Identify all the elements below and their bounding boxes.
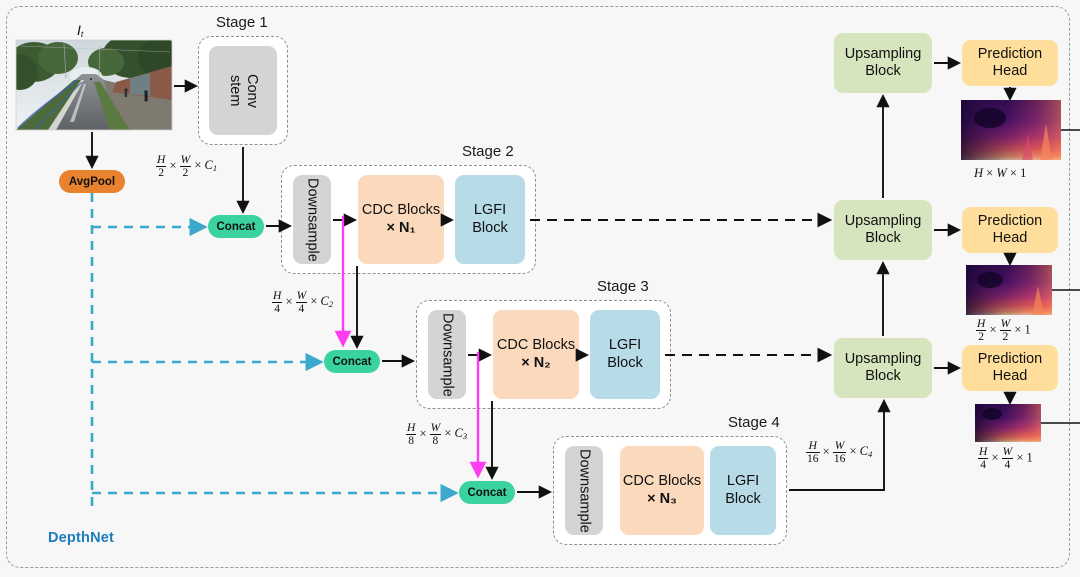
cdc-mult-4: × N₃ bbox=[647, 490, 677, 507]
cdc-text-4: CDC Blocks × N₃ bbox=[623, 473, 701, 507]
cdc-label-4: CDC Blocks bbox=[622, 473, 702, 490]
cdc-blocks-4[interactable]: CDC Blocks × N₃ bbox=[620, 446, 704, 535]
cdc-blocks-3[interactable]: CDC Blocks × N₂ bbox=[493, 310, 579, 399]
depthnet-boundary bbox=[6, 6, 1070, 568]
cdc-label-2: CDC Blocks bbox=[361, 202, 441, 219]
concat-label-2: Concat bbox=[332, 355, 372, 368]
avgpool-label: AvgPool bbox=[68, 175, 116, 188]
stage-1-title: Stage 1 bbox=[216, 14, 268, 31]
cdc-blocks-2[interactable]: CDC Blocks × N₁ bbox=[358, 175, 444, 264]
concat-label-1: Concat bbox=[216, 220, 256, 233]
downsample-block-4[interactable]: Downsample bbox=[565, 446, 603, 535]
concat-label-3: Concat bbox=[467, 486, 507, 499]
cdc-text-3: CDC Blocks × N₂ bbox=[497, 337, 575, 371]
concat-node-1[interactable]: Concat bbox=[208, 215, 264, 238]
downsample-block-3[interactable]: Downsample bbox=[428, 310, 466, 399]
cdc-mult-3: × N₂ bbox=[521, 354, 551, 371]
avgpool-node[interactable]: AvgPool bbox=[59, 170, 125, 193]
concat-node-3[interactable]: Concat bbox=[459, 481, 515, 504]
stage-4-title: Stage 4 bbox=[728, 414, 780, 431]
downsample-label-2: Downsample bbox=[304, 177, 321, 262]
concat-node-2[interactable]: Concat bbox=[324, 350, 380, 373]
stage-2-title: Stage 2 bbox=[462, 143, 514, 160]
input-image-label: It bbox=[77, 22, 84, 39]
depthnet-label: DepthNet bbox=[48, 530, 115, 546]
cdc-label-3: CDC Blocks bbox=[496, 337, 576, 354]
cdc-mult-2: × N₁ bbox=[386, 219, 416, 236]
output-label-full: H × W × 1 bbox=[974, 166, 1027, 180]
downsample-label-4: Downsample bbox=[576, 448, 593, 533]
stage-3-title: Stage 3 bbox=[597, 278, 649, 295]
downsample-block-2[interactable]: Downsample bbox=[293, 175, 331, 264]
cdc-text-2: CDC Blocks × N₁ bbox=[362, 202, 440, 236]
downsample-label-3: Downsample bbox=[439, 312, 456, 397]
